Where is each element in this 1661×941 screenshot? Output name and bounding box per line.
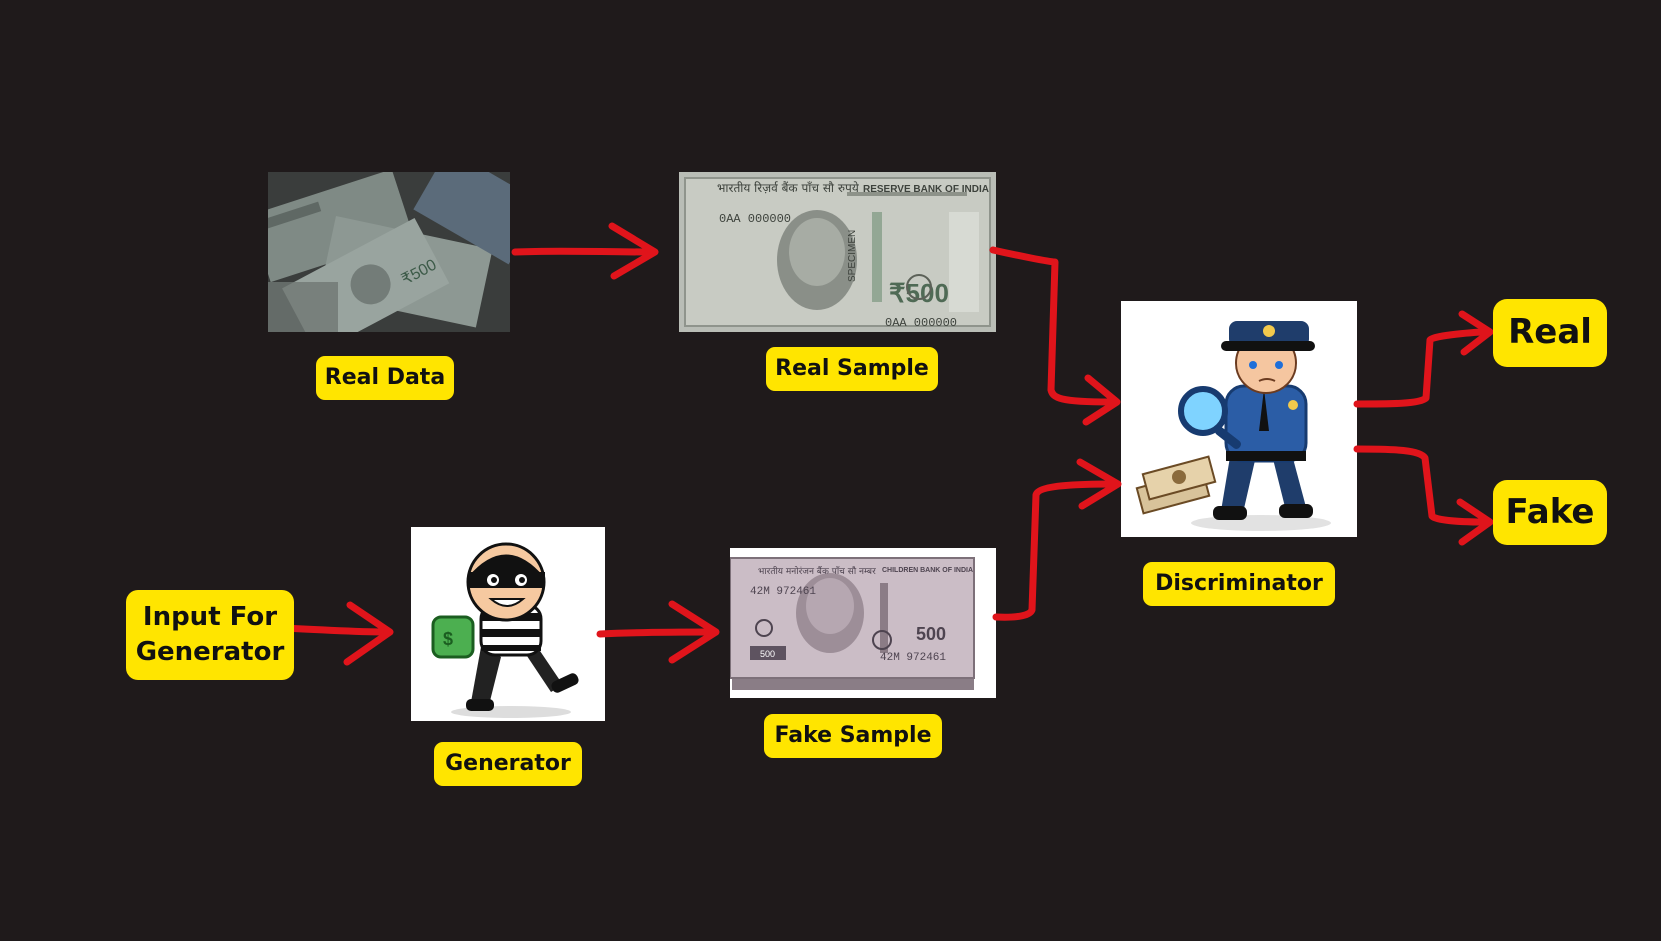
- fake-note-serial-bottom: 42M 972461: [880, 652, 946, 664]
- svg-text:$: $: [443, 629, 453, 649]
- real-note-value: ₹500: [889, 278, 949, 308]
- fake-sample-image: भारतीय मनोरंजन बैंक पाँच सौ नम्बर CHILDR…: [730, 548, 996, 698]
- fake-note-serial-top: 42M 972461: [750, 586, 816, 598]
- arrow-generator-to-fakesample: [596, 628, 716, 638]
- arrow-input-to-generator: [279, 624, 390, 636]
- fake-note-bank-text: CHILDREN BANK OF INDIA: [882, 567, 973, 574]
- output-real-label: Real: [1493, 299, 1607, 367]
- real-sample-image: भारतीय रिज़र्व बैंक पाँच सौ रुपये RESERV…: [679, 172, 996, 332]
- fake-sample-label: Fake Sample: [764, 714, 942, 758]
- output-fake-label: Fake: [1493, 480, 1607, 545]
- discriminator-image: [1121, 301, 1357, 537]
- arrow-discriminator-to-fake: [1353, 445, 1489, 526]
- generator-label: Generator: [434, 742, 582, 786]
- real-note-bank-text: RESERVE BANK OF INDIA: [863, 184, 989, 195]
- real-data-image: ₹500: [268, 172, 510, 332]
- generator-image: $: [411, 527, 605, 721]
- arrow-realdata-to-realsample: [511, 247, 654, 256]
- cash-stack: [1135, 455, 1217, 515]
- arrow-realsample-to-discriminator: [989, 246, 1114, 406]
- real-note-hindi-text: भारतीय रिज़र्व बैंक पाँच सौ रुपये: [717, 181, 860, 195]
- fake-note-corner-value: 500: [760, 649, 775, 659]
- input-for-generator-label: Input For Generator: [126, 590, 294, 680]
- fake-note-hindi-text: भारतीय मनोरंजन बैंक पाँच सौ नम्बर: [758, 565, 876, 577]
- real-data-label: Real Data: [316, 356, 454, 400]
- discriminator-label: Discriminator: [1143, 562, 1335, 606]
- fake-note-value: 500: [916, 624, 946, 644]
- real-note-specimen: SPECIMEN: [847, 230, 858, 282]
- arrow-discriminator-to-real: [1353, 328, 1489, 408]
- arrow-fakesample-to-discriminator: [992, 480, 1119, 621]
- real-note-serial-top: 0AA 000000: [719, 212, 791, 226]
- real-note-serial-bottom: 0AA 000000: [885, 316, 957, 330]
- real-sample-label: Real Sample: [766, 347, 938, 391]
